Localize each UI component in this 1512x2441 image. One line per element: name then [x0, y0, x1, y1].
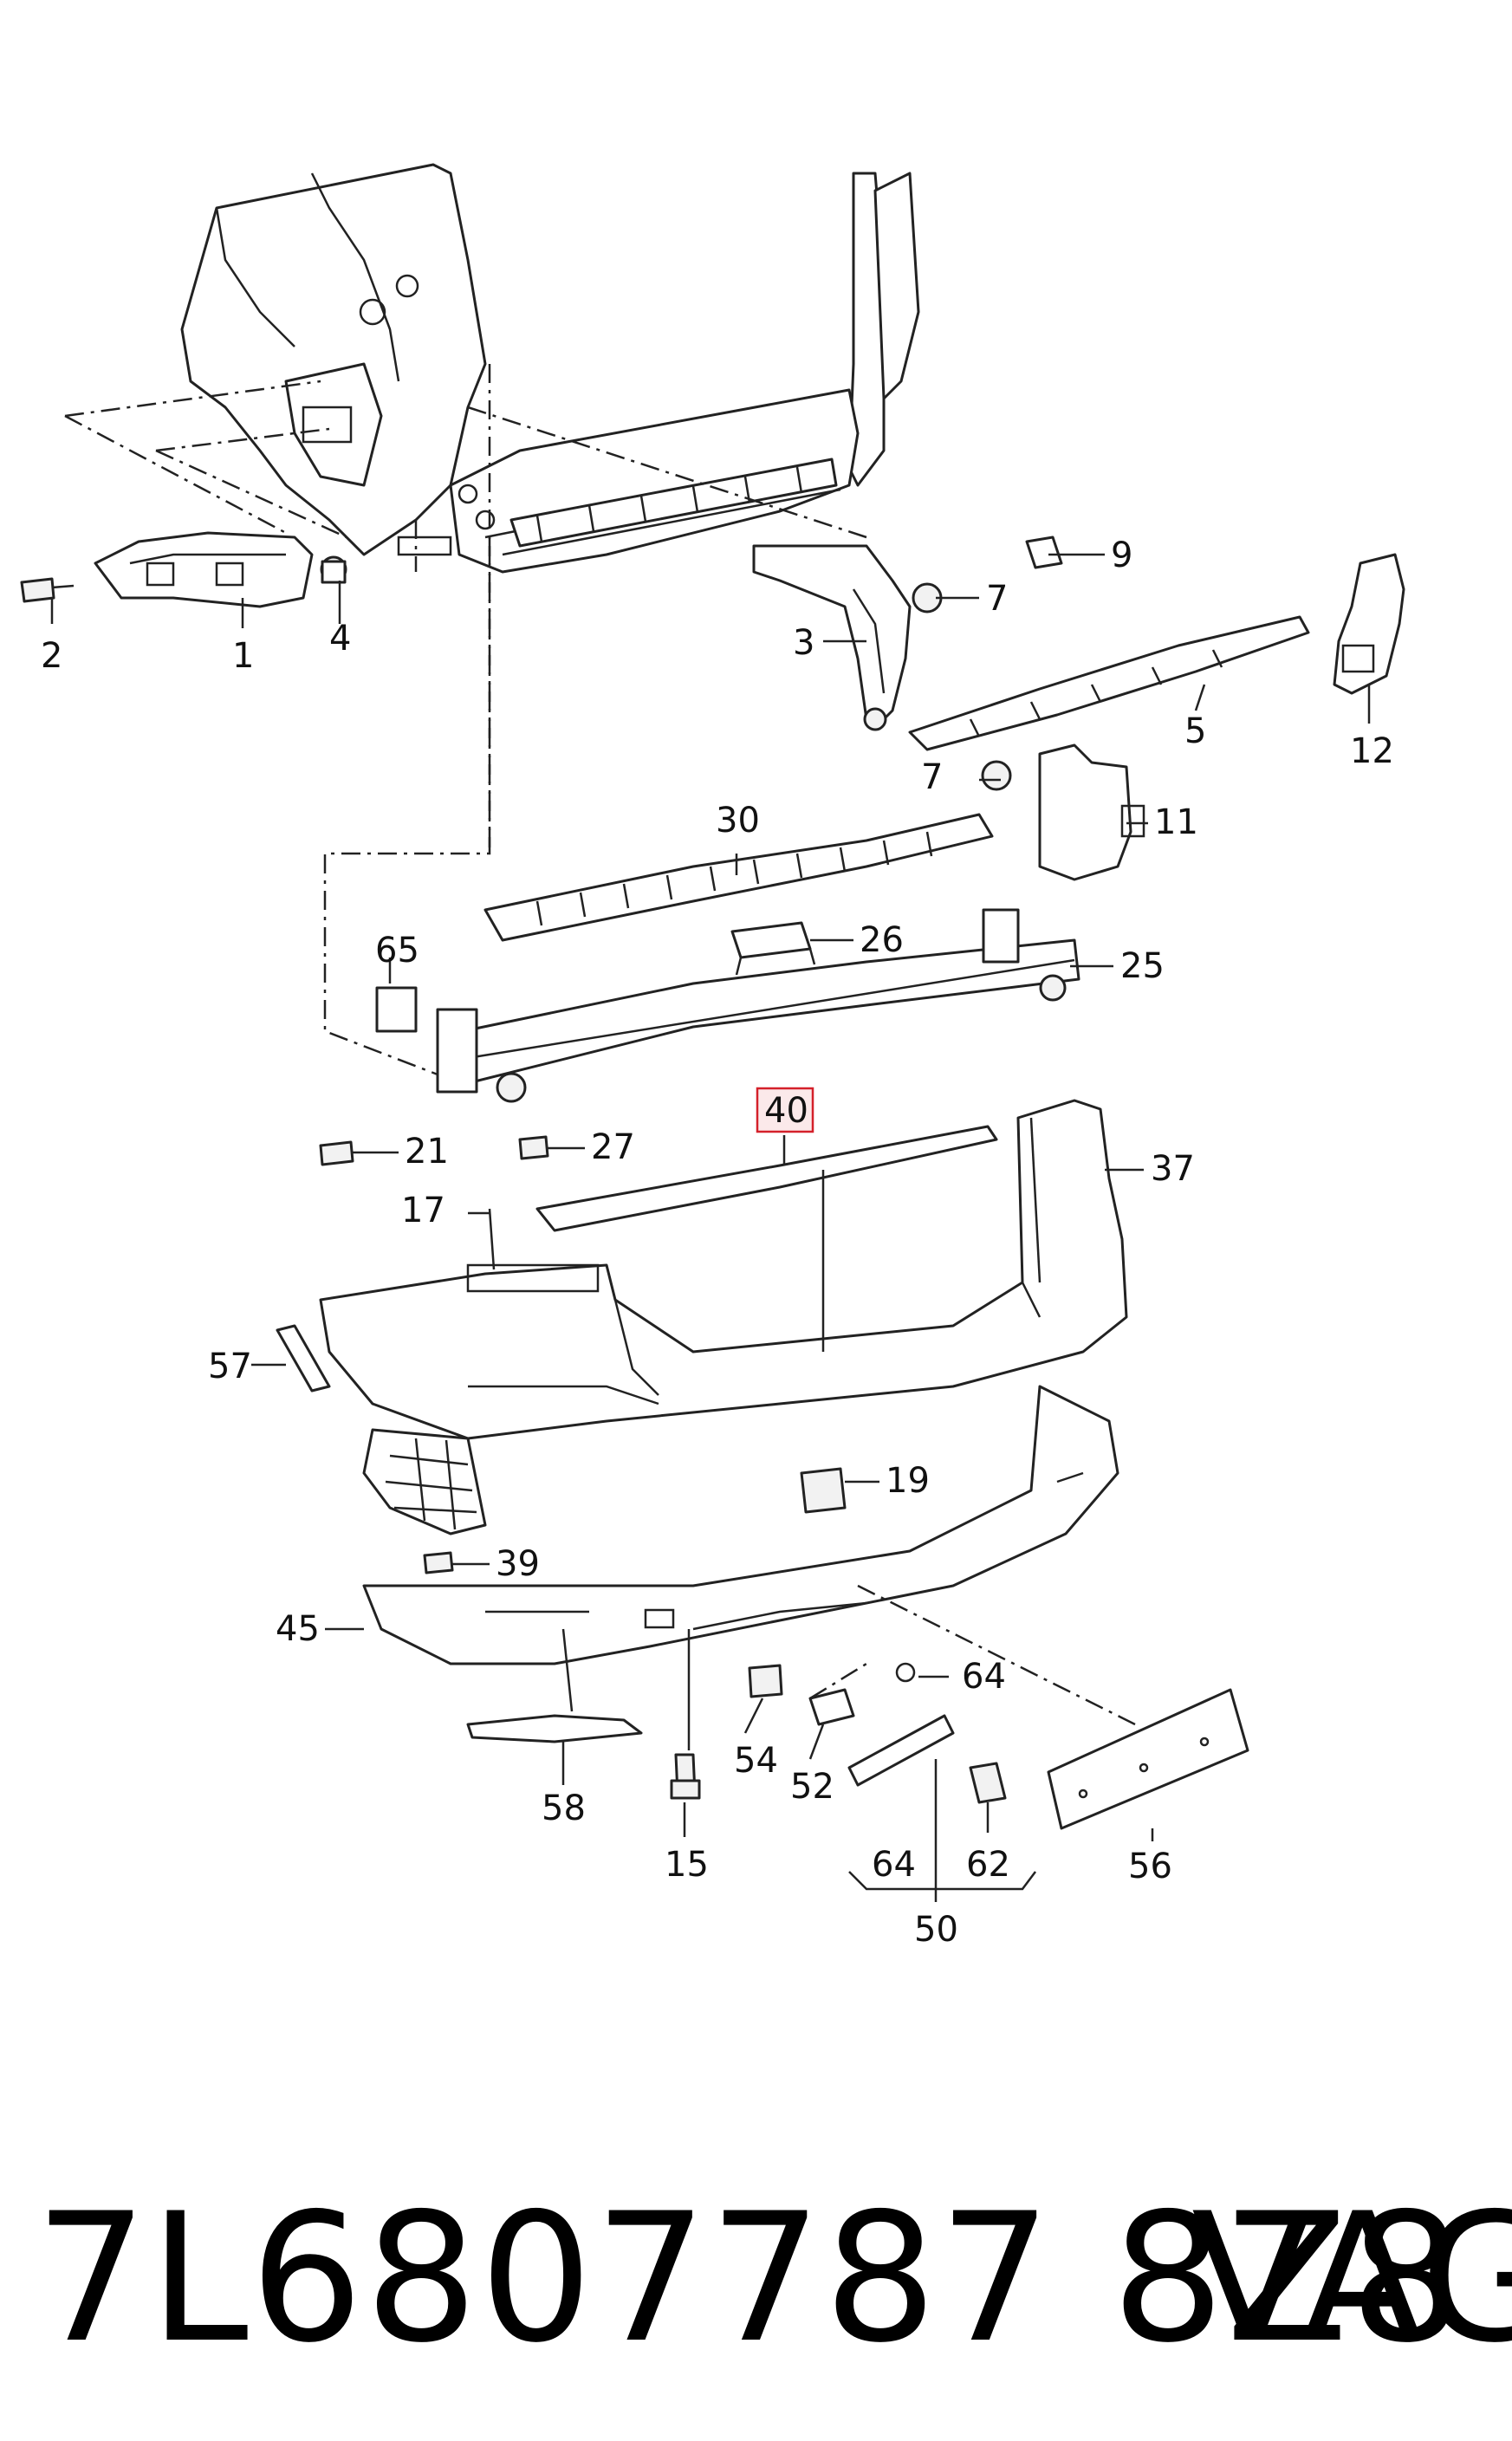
callout-12: 12: [1350, 731, 1394, 771]
callout-64-lower: 64: [872, 1845, 916, 1885]
callout-7-lower: 7: [921, 757, 943, 797]
callout-1: 1: [232, 636, 254, 676]
callout-5: 5: [1184, 711, 1206, 751]
callout-64-upper: 64: [962, 1657, 1006, 1697]
callout-40-highlight-box: [756, 1087, 814, 1133]
callout-45: 45: [276, 1609, 320, 1649]
callout-65: 65: [375, 931, 419, 971]
callout-37: 37: [1151, 1149, 1195, 1189]
callout-30: 30: [716, 801, 760, 841]
callout-26: 26: [860, 920, 904, 960]
leader-lines: [50, 553, 1371, 1902]
callout-52: 52: [790, 1767, 834, 1807]
parts-exploded-diagram: 1 2 3 4 5 7 7 9 11 12 15 17 19 21 25 26 …: [20, 163, 1405, 1950]
vehicle-rear-body: [180, 163, 920, 574]
callout-9: 9: [1111, 536, 1132, 575]
callout-15: 15: [665, 1845, 709, 1885]
assembly-lines: [64, 364, 1136, 1726]
trim-strip-40: [535, 1125, 998, 1232]
left-bracket-assembly: [20, 531, 347, 608]
callout-57: 57: [208, 1347, 252, 1386]
lower-diffuser: [362, 1385, 1249, 1830]
callout-17: 17: [401, 1191, 445, 1230]
callout-54: 54: [734, 1741, 778, 1781]
callout-labels: 1 2 3 4 5 7 7 9 11 12 15 17 19 21 25 26 …: [41, 536, 1394, 1950]
bumper-carrier: [319, 908, 1080, 1166]
right-mount-assembly: [752, 536, 1405, 881]
energy-absorber: [483, 813, 994, 942]
part-number: 7L6807787 8Z8: [35, 2176, 1465, 2382]
callout-25: 25: [1120, 946, 1165, 986]
callout-19: 19: [886, 1461, 930, 1501]
callout-39: 39: [496, 1544, 540, 1584]
callout-56: 56: [1128, 1847, 1172, 1886]
callout-7-upper: 7: [986, 579, 1008, 619]
callout-62: 62: [966, 1845, 1010, 1885]
callout-11: 11: [1154, 802, 1198, 842]
callout-50: 50: [914, 1910, 958, 1950]
bumper-cover: [276, 1099, 1128, 1535]
callout-2: 2: [41, 636, 62, 676]
callout-58: 58: [542, 1789, 586, 1828]
callout-3: 3: [793, 623, 814, 663]
callout-40: 40: [764, 1091, 808, 1131]
callout-21: 21: [405, 1132, 449, 1172]
brand-name: VAG: [1191, 2176, 1512, 2382]
callout-27: 27: [591, 1127, 635, 1167]
callout-4: 4: [329, 619, 351, 659]
